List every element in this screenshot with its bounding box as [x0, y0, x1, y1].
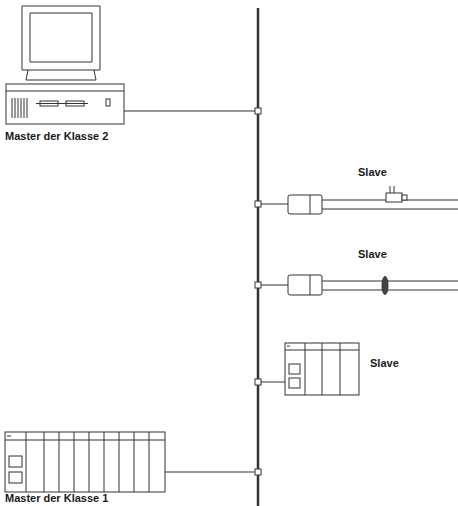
stub-line	[261, 285, 288, 286]
stub-line	[261, 382, 285, 383]
bus-tap	[255, 108, 261, 114]
stub-line	[165, 472, 255, 473]
bus-line	[257, 8, 260, 506]
bus-tap	[255, 282, 261, 288]
slave-label: Slave	[370, 357, 399, 370]
stub-line	[124, 111, 255, 112]
bus-tap	[255, 469, 261, 475]
slave-label: Slave	[358, 166, 387, 179]
master-label: Master der Klasse 2	[5, 130, 108, 143]
plc-master	[5, 432, 165, 492]
stub-line	[261, 204, 288, 205]
master-label: Master der Klasse 1	[5, 492, 108, 505]
bus-tap	[255, 201, 261, 207]
plc-slave	[285, 343, 359, 395]
bus-tap	[255, 379, 261, 385]
slave-label: Slave	[358, 248, 387, 261]
field-device	[288, 186, 458, 214]
field-device	[288, 275, 458, 295]
pc-icon	[6, 6, 124, 124]
